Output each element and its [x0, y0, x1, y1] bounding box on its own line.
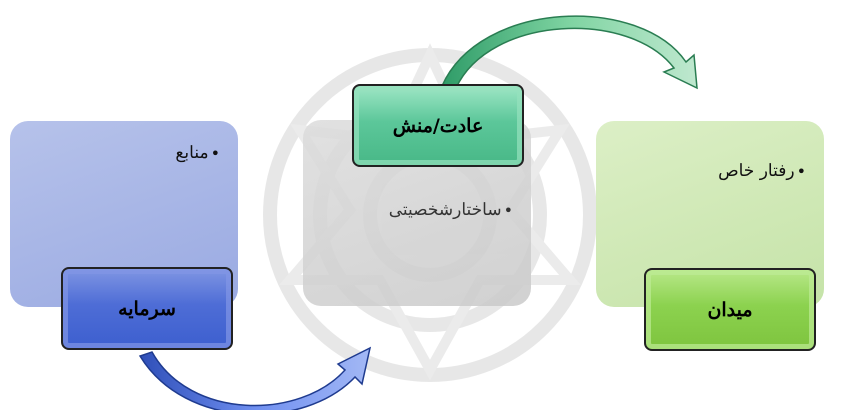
bullet-dot: •: [796, 161, 806, 181]
card-habitus-bullet-text: ساختارشخصیتی: [388, 200, 502, 220]
bullet-dot: •: [503, 200, 513, 220]
label-habitus: عادت/منش: [352, 84, 524, 167]
card-field-bullet: • رفتار خاص: [614, 161, 806, 181]
card-habitus-bullet: • ساختارشخصیتی: [321, 200, 513, 220]
label-habitus-text: عادت/منش: [392, 114, 484, 137]
arrow-habitus-to-field: [440, 15, 698, 90]
label-capital-text: سرمایه: [118, 297, 176, 320]
arrow-capital-to-habitus: [138, 346, 372, 410]
bullet-dot: •: [210, 143, 220, 163]
card-capital-bullet-text: منابع: [175, 143, 209, 163]
label-field: میدان: [644, 268, 816, 351]
label-capital: سرمایه: [61, 267, 233, 350]
card-field-bullet-text: رفتار خاص: [718, 161, 795, 181]
card-capital-bullet: • منابع: [28, 143, 220, 163]
label-field-text: میدان: [707, 298, 753, 321]
